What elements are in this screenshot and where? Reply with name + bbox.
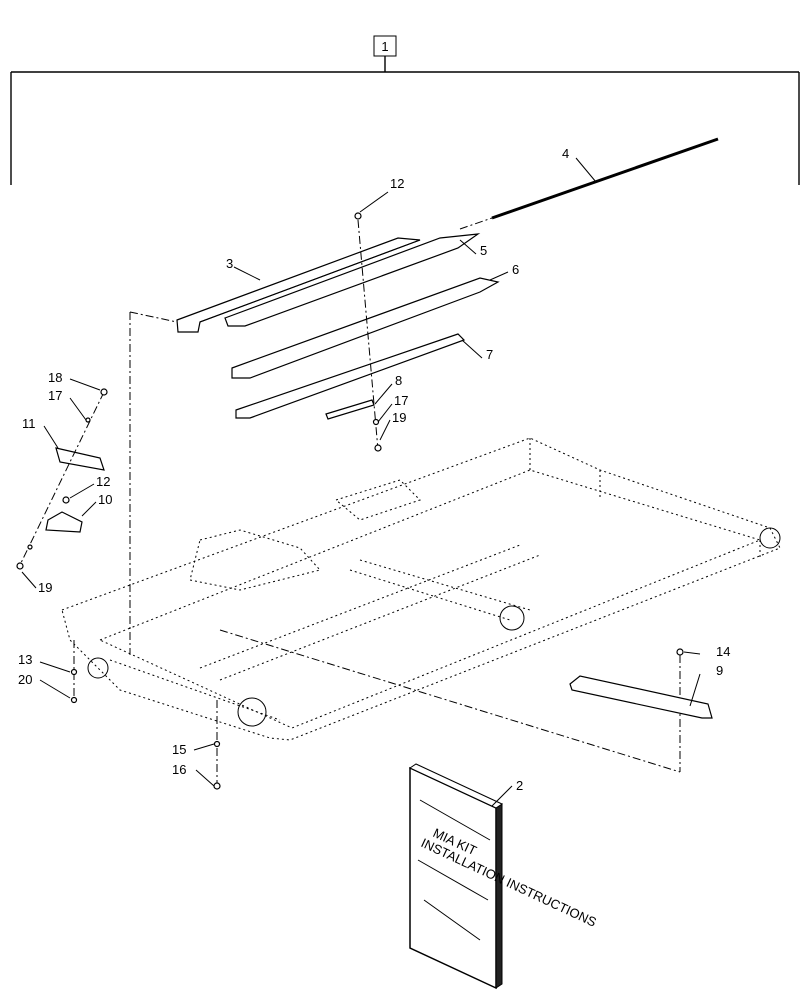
washer-icon: [372, 418, 380, 426]
callout-17-left: 17: [48, 388, 62, 403]
rod-part: [459, 137, 719, 230]
washer-icon: [85, 417, 91, 423]
nut-icon: [213, 782, 221, 790]
callout-8: 8: [395, 373, 402, 388]
callout-15: 15: [172, 742, 186, 757]
strip-part-8: [325, 399, 375, 420]
callout-leaders: [21, 157, 701, 807]
nut-icon: [374, 444, 382, 452]
bolt-icon: [100, 388, 108, 396]
callout-6: 6: [512, 262, 519, 277]
callout-16: 16: [172, 762, 186, 777]
bolt-icon: [62, 496, 70, 504]
callout-4: 4: [562, 146, 569, 161]
bolt-icon: [354, 212, 362, 220]
callout-10: 10: [98, 492, 112, 507]
washer-icon: [27, 544, 33, 550]
kit-bracket: [10, 35, 800, 185]
bracket-part-11: [55, 447, 105, 471]
bolt-icon: [676, 648, 684, 656]
callout-17-right: 17: [394, 393, 408, 408]
callout-12-left: 12: [96, 474, 110, 489]
callout-19-left: 19: [38, 580, 52, 595]
plate-part-3: [176, 237, 421, 333]
plate-part-6: [231, 277, 500, 379]
nut-icon: [70, 696, 78, 704]
callout-20: 20: [18, 672, 32, 687]
callout-11: 11: [22, 416, 36, 431]
instruction-booklet: MIA KIT INSTALLATION INSTRUCTIONS: [408, 763, 599, 990]
plate-part-5: [224, 233, 481, 327]
callout-18: 18: [48, 370, 62, 385]
strip-part-7: [235, 333, 466, 419]
angle-part-9: [569, 675, 713, 719]
washer-icon: [70, 668, 78, 676]
bracket-part-10: [45, 511, 83, 533]
callout-12-top: 12: [390, 176, 404, 191]
callout-19-right: 19: [392, 410, 406, 425]
callout-2: 2: [516, 778, 523, 793]
washer-icon: [213, 740, 221, 748]
callout-9: 9: [716, 663, 723, 678]
callout-5: 5: [480, 243, 487, 258]
callout-1: 1: [381, 39, 388, 54]
callout-14: 14: [716, 644, 730, 659]
nut-icon: [16, 562, 24, 570]
callout-3: 3: [226, 256, 233, 271]
header-frame: [61, 437, 781, 741]
callout-13: 13: [18, 652, 32, 667]
callout-7: 7: [486, 347, 493, 362]
